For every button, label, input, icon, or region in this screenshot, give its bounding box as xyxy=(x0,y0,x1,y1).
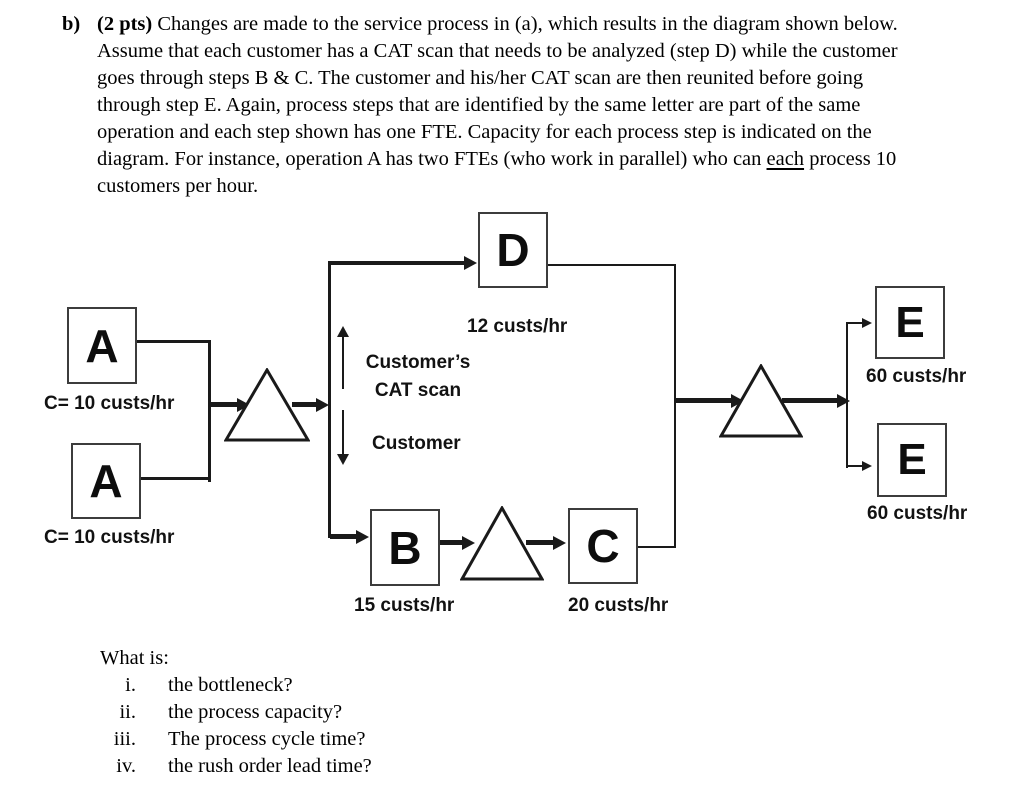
process-box-a2: A xyxy=(71,443,141,519)
problem-line-1-text: Changes are made to the service process … xyxy=(152,13,898,35)
problem-line-6-pre: diagram. For instance, operation A has t… xyxy=(97,148,767,170)
cat-scan-direction-arrow xyxy=(342,337,344,389)
process-box-a1-letter: A xyxy=(85,319,119,372)
flow-arrow-buffer2-to-c xyxy=(526,540,553,545)
flow-arrow-a-to-buffer1 xyxy=(209,402,237,407)
problem-line-7: customers per hour. xyxy=(97,175,259,197)
process-box-a2-letter: A xyxy=(89,455,123,507)
flow-arrow-buffer1-to-split xyxy=(292,402,316,407)
process-box-e1: E xyxy=(875,286,945,359)
flow-arrow-buffer3-to-e xyxy=(782,398,837,403)
process-box-a1: A xyxy=(67,307,137,384)
question-item-3: iii. The process cycle time? xyxy=(100,726,366,753)
connector-a1-line xyxy=(137,340,211,343)
capacity-label-a2: C= 10 custs/hr xyxy=(44,527,175,548)
join-line-a xyxy=(208,340,211,482)
question-numeral-1: i. xyxy=(125,674,136,696)
process-box-e2-letter: E xyxy=(897,435,927,484)
question-text-1: the bottleneck? xyxy=(168,674,293,696)
capacity-label-e2: 60 custs/hr xyxy=(867,503,968,524)
process-box-c-letter: C xyxy=(586,520,620,572)
buffer-triangle-1 xyxy=(224,368,310,442)
buffer-triangle-2 xyxy=(460,506,544,581)
problem-line-3: goes through steps B & C. The customer a… xyxy=(97,67,864,89)
flow-arrow-split-to-b xyxy=(330,534,356,539)
flow-arrow-b-to-buffer2 xyxy=(440,540,462,545)
question-item-1: i. the bottleneck? xyxy=(100,672,293,699)
process-box-d-letter: D xyxy=(496,224,530,276)
item-label: b) xyxy=(62,13,81,35)
cat-scan-branch-label: Customer’s CAT scan xyxy=(358,349,478,405)
problem-line-4: through step E. Again, process steps tha… xyxy=(97,94,861,116)
capacity-label-a1: C= 10 custs/hr xyxy=(44,393,175,414)
question-text-4: the rush order lead time? xyxy=(168,755,372,777)
connector-c-out-line xyxy=(638,546,676,548)
capacity-label-b: 15 custs/hr xyxy=(354,595,455,616)
process-box-b-letter: B xyxy=(388,521,422,574)
connector-a2-line xyxy=(141,477,211,480)
process-box-b: B xyxy=(370,509,440,586)
question-item-2: ii. the process capacity? xyxy=(100,699,342,726)
capacity-label-c: 20 custs/hr xyxy=(568,595,669,616)
flow-arrow-merge-to-buffer3 xyxy=(676,398,731,403)
connector-d-out-line xyxy=(548,264,676,266)
process-box-d: D xyxy=(478,212,548,288)
question-text-2: the process capacity? xyxy=(168,701,343,723)
flow-arrow-to-e1 xyxy=(847,322,862,324)
questions-intro: What is: xyxy=(100,647,169,669)
merge-line xyxy=(674,264,676,548)
underlined-word: each xyxy=(766,148,805,170)
problem-line-6: diagram. For instance, operation A has t… xyxy=(97,146,898,173)
customer-branch-label: Customer xyxy=(372,433,461,454)
split-line xyxy=(328,261,331,538)
question-numeral-2: ii. xyxy=(119,701,136,723)
question-numeral-3: iii. xyxy=(113,728,136,750)
flow-arrow-to-e2 xyxy=(847,465,862,467)
process-box-e1-letter: E xyxy=(895,297,925,347)
points-label: (2 pts) xyxy=(97,13,153,35)
process-box-c: C xyxy=(568,508,638,584)
problem-line-2: Assume that each customer has a CAT scan… xyxy=(97,40,898,62)
customer-direction-arrow xyxy=(342,410,344,454)
e-split-line xyxy=(846,322,848,468)
question-numeral-4: iv. xyxy=(116,755,136,777)
problem-statement: (2 pts) Changes are made to the service … xyxy=(97,11,898,200)
capacity-label-d: 12 custs/hr xyxy=(467,316,568,337)
question-text-3: The process cycle time? xyxy=(168,728,366,750)
question-item-4: iv. the rush order lead time? xyxy=(100,753,372,780)
buffer-triangle-3 xyxy=(719,364,803,438)
problem-line-5: operation and each step shown has one FT… xyxy=(97,121,872,143)
process-box-e2: E xyxy=(877,423,947,497)
flow-arrow-split-to-d xyxy=(331,261,464,265)
cat-scan-branch-label-line1: Customer’s xyxy=(365,352,471,373)
problem-line-1: (2 pts) Changes are made to the service … xyxy=(97,11,898,38)
problem-line-6-post: process 10 xyxy=(804,148,897,170)
cat-scan-branch-label-line2: CAT scan xyxy=(374,380,462,401)
capacity-label-e1: 60 custs/hr xyxy=(866,366,967,387)
